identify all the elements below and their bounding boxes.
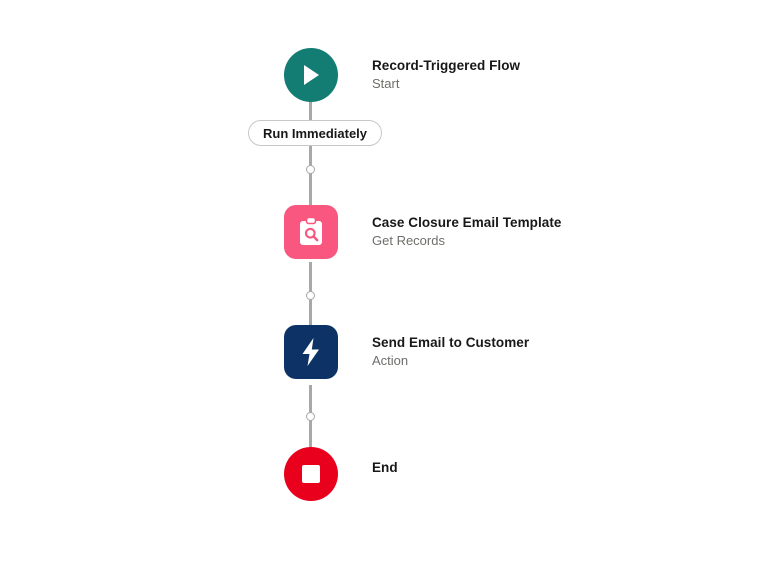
flow-node-end[interactable]: End — [284, 447, 398, 501]
run-immediately-label: Run Immediately — [263, 125, 368, 141]
flow-node-get-records[interactable]: Case Closure Email Template Get Records — [284, 205, 561, 259]
lightning-bolt-icon — [284, 325, 338, 379]
start-node-title: Record-Triggered Flow — [372, 58, 521, 74]
clipboard-search-icon — [284, 205, 338, 259]
get-records-icon-wrapper — [284, 205, 338, 259]
end-node-text: End — [372, 460, 398, 476]
get-records-node-subtitle: Get Records — [372, 233, 445, 249]
run-immediately-pill[interactable]: Run Immediately — [248, 120, 383, 146]
connector-dot-2[interactable] — [306, 291, 315, 300]
end-node-title: End — [372, 460, 398, 476]
end-icon-wrapper — [284, 447, 338, 501]
action-node-subtitle: Action — [372, 353, 409, 369]
start-node-text: Record-Triggered Flow Start — [372, 58, 520, 91]
action-node-title: Send Email to Customer — [372, 335, 530, 351]
start-node-subtitle: Start — [372, 76, 400, 92]
get-records-node-title: Case Closure Email Template — [372, 215, 562, 231]
connector-dot-3[interactable] — [306, 412, 315, 421]
action-icon-wrapper — [284, 325, 338, 379]
stop-square-icon — [284, 447, 338, 501]
get-records-node-text: Case Closure Email Template Get Records — [372, 215, 561, 248]
connector-dot-1[interactable] — [306, 165, 315, 174]
action-node-text: Send Email to Customer Action — [372, 335, 529, 368]
connector-start-to-pill — [309, 101, 312, 121]
connector-pill-to-getrecords — [309, 145, 312, 205]
flow-node-action[interactable]: Send Email to Customer Action — [284, 325, 529, 379]
play-icon — [284, 48, 338, 102]
flow-node-start[interactable]: Record-Triggered Flow Start — [284, 48, 520, 102]
start-node-icon-wrapper — [284, 48, 338, 102]
